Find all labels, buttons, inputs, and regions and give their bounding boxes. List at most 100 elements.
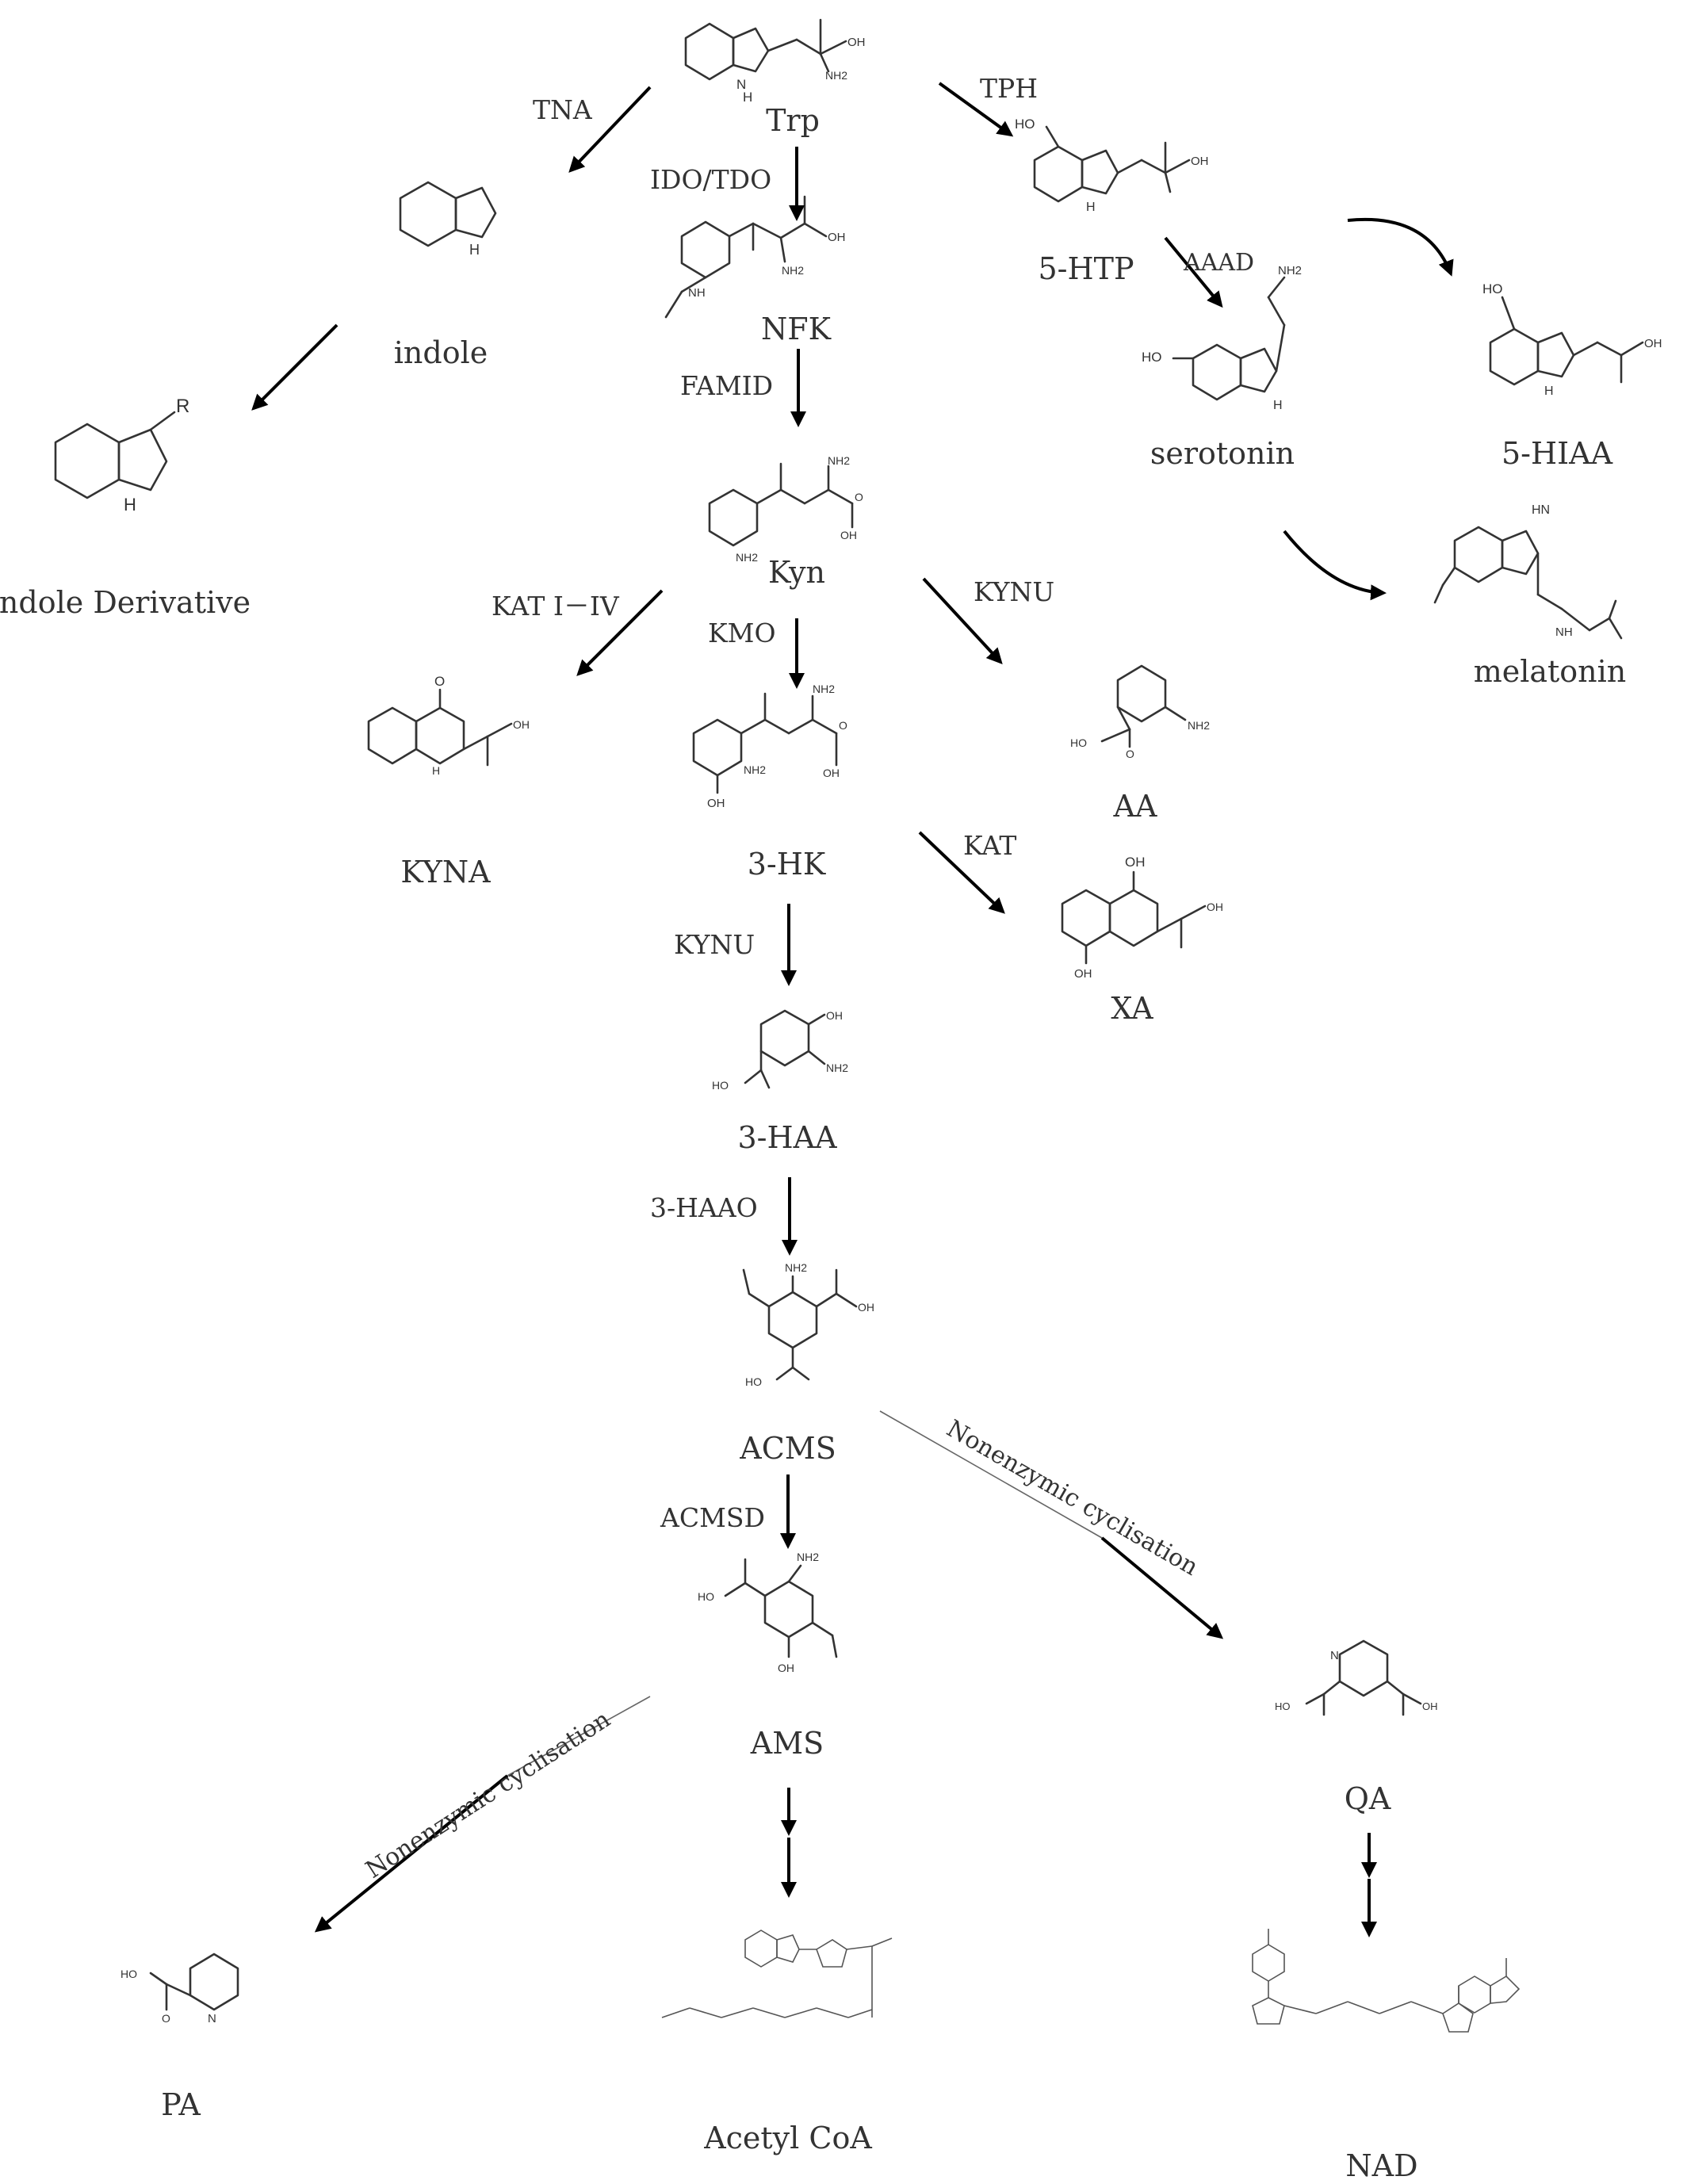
enzyme-nonenzymic-2: Nonenzymic cyclisation xyxy=(361,1705,615,1884)
label-kyna: KYNA xyxy=(400,855,491,889)
arrow-indole-derivative xyxy=(251,323,339,411)
haa-structure: OH NH2 HO xyxy=(712,1009,848,1092)
enzyme-kynu-2: KYNU xyxy=(674,929,755,960)
arrow-hk-xa xyxy=(918,831,1005,914)
label-indole: indole xyxy=(394,335,488,370)
trp-atom-nh2: NH2 xyxy=(825,69,847,82)
label-melatonin: melatonin xyxy=(1474,654,1627,689)
ams-structure: NH2 HO OH xyxy=(698,1551,838,1674)
kyn-atom-nh2: NH2 xyxy=(828,454,850,467)
indole-derivative-atom-h: H xyxy=(124,495,136,514)
melatonin-atom-hn: HN xyxy=(1532,503,1550,517)
kyna-atom-oh: OH xyxy=(513,718,530,731)
indole-derivative-structure: R H xyxy=(54,396,189,514)
acms-structure: NH2 OH HO xyxy=(742,1261,874,1388)
haa-atom-nh2: NH2 xyxy=(826,1061,848,1074)
qa-atom-n: N xyxy=(1330,1649,1339,1662)
serotonin-structure: HO NH2 H xyxy=(1142,264,1302,412)
enzyme-kat: KAT xyxy=(963,830,1016,861)
arrow-acms-qa-tail xyxy=(879,1410,1103,1539)
nfk-atom-oh: OH xyxy=(828,231,846,244)
pa-atom-o: O xyxy=(162,2012,170,2025)
htp-structure: HO OH H xyxy=(1015,117,1209,214)
kyna-atom-o: O xyxy=(434,674,445,689)
nfk-structure: OH NH2 NH xyxy=(664,195,846,319)
label-trp: Trp xyxy=(766,103,820,138)
enzyme-aaad: AAAD xyxy=(1183,249,1254,277)
hk-structure: NH2 O OH OH NH2 xyxy=(692,683,847,810)
htp-atom-ho: HO xyxy=(1015,117,1035,132)
ams-atom-oh: OH xyxy=(778,1662,794,1674)
aa-atom-o: O xyxy=(1126,748,1134,760)
arrow-kyn-aa xyxy=(922,577,1003,664)
acetyl-coa-structure xyxy=(661,1930,893,2018)
pa-atom-ho: HO xyxy=(120,1968,137,1980)
haa-atom-ho: HO xyxy=(712,1079,729,1092)
enzyme-tph: TPH xyxy=(980,73,1038,104)
trp-atom-nh: H xyxy=(743,90,752,105)
arrow-serotonin-hiaa xyxy=(1347,217,1454,277)
indole-structure: H xyxy=(399,181,497,258)
serotonin-atom-nh2: NH2 xyxy=(1278,264,1302,277)
hk-atom-nh2b: NH2 xyxy=(744,763,766,776)
xa-atom-oh2: OH xyxy=(1074,967,1092,981)
enzyme-kat-i-iv: KAT I－IV xyxy=(492,591,620,622)
label-pa: PA xyxy=(161,2087,201,2122)
arrow-htp-serotonin xyxy=(1164,236,1223,308)
ams-atom-nh2: NH2 xyxy=(797,1551,819,1563)
enzyme-famid: FAMID xyxy=(680,370,773,401)
pa-atom-n: N xyxy=(208,2012,216,2025)
label-serotonin: serotonin xyxy=(1150,436,1295,471)
arrow-ams-pa-tail xyxy=(507,1696,651,1777)
kyna-structure: O OH H xyxy=(367,674,530,777)
htp-atom-h: H xyxy=(1086,201,1096,214)
enzyme-ido-tdo: IDO/TDO xyxy=(650,164,771,195)
haa-atom-oh: OH xyxy=(826,1009,843,1022)
label-acetyl-coa: Acetyl CoA xyxy=(703,2121,872,2155)
trp-structure: H N OH NH2 xyxy=(684,18,866,105)
label-aa: AA xyxy=(1113,789,1157,824)
enzyme-kynu-1: KYNU xyxy=(974,576,1054,607)
xa-structure: OH OH OH xyxy=(1061,855,1223,981)
xa-atom-oh: OH xyxy=(1125,855,1146,870)
serotonin-atom-h: H xyxy=(1273,399,1283,412)
hk-atom-o: O xyxy=(839,719,847,732)
arrow-trp-indole xyxy=(568,86,652,173)
arrow-serotonin-melatonin xyxy=(1283,530,1387,601)
pa-structure: N HO O xyxy=(120,1953,239,2025)
hiaa-structure: HO OH H xyxy=(1482,281,1662,398)
indole-atom-h: H xyxy=(469,242,480,258)
melatonin-structure: HN NH xyxy=(1433,503,1623,640)
label-5-htp: 5-HTP xyxy=(1038,251,1134,286)
qa-atom-oh: OH xyxy=(1422,1700,1438,1712)
nfk-atom-nh: NH xyxy=(688,286,706,300)
kyn-atom-o: O xyxy=(855,491,863,503)
serotonin-atom-ho: HO xyxy=(1142,350,1162,365)
qa-atom-ho: HO xyxy=(1275,1700,1291,1712)
melatonin-atom-nh: NH xyxy=(1555,625,1573,639)
label-5-hiaa: 5-HIAA xyxy=(1501,436,1613,471)
kyna-atom-h: H xyxy=(432,764,440,777)
enzyme-3-haao: 3-HAAO xyxy=(650,1192,758,1223)
label-nad: NAD xyxy=(1345,2148,1417,2183)
label-acms: ACMS xyxy=(739,1431,836,1466)
aa-atom-nh2: NH2 xyxy=(1188,719,1210,732)
kyn-atom-oh: OH xyxy=(840,529,857,541)
htp-atom-oh: OH xyxy=(1191,155,1209,168)
arrow-acms-qa xyxy=(1100,1536,1224,1639)
ams-atom-ho: HO xyxy=(698,1590,714,1603)
arrow-ams-pa xyxy=(314,1774,509,1933)
acms-atom-nh2: NH2 xyxy=(785,1261,807,1274)
hiaa-atom-ho: HO xyxy=(1482,281,1503,296)
label-3-haa: 3-HAA xyxy=(737,1120,837,1155)
kyn-structure: NH2 O OH NH2 xyxy=(708,454,863,564)
aa-structure: NH2 HO O xyxy=(1070,664,1210,760)
label-ams: AMS xyxy=(750,1726,824,1761)
enzyme-acmsd: ACMSD xyxy=(660,1502,765,1533)
compound-labels: Trp indole Indole Derivative NFK Kyn 5-H… xyxy=(0,103,1626,2183)
hiaa-atom-oh: OH xyxy=(1644,337,1662,350)
arrow-trp-htp xyxy=(938,82,1014,137)
enzyme-nonenzymic-1: Nonenzymic cyclisation xyxy=(942,1415,1203,1582)
nad-structure xyxy=(1252,1929,1521,2033)
